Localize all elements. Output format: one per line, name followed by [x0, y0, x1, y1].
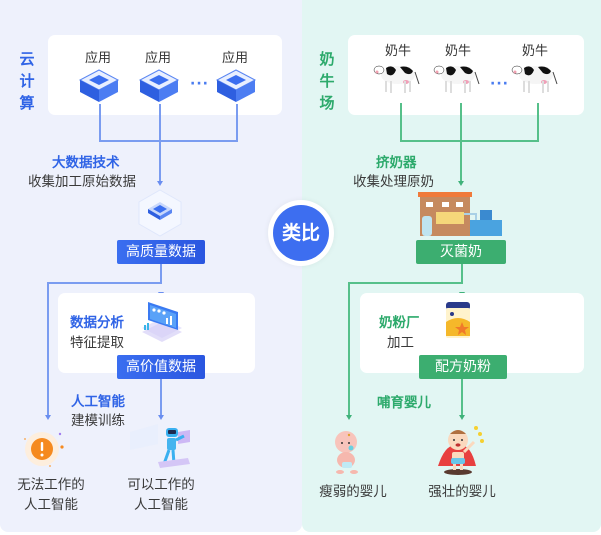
- connector-line: [99, 140, 238, 142]
- high-value-data-tag: 高价值数据: [117, 355, 205, 379]
- cloud-side-label: 云 计 算: [18, 48, 36, 114]
- side-char: 牛: [319, 72, 335, 90]
- connector-line: [461, 264, 463, 284]
- cow-icon: [373, 65, 420, 93]
- cow-icon: [433, 65, 480, 93]
- arrow-down-icon: [458, 181, 464, 186]
- feed-baby-title: 哺育婴儿: [377, 395, 431, 411]
- data-cube-icon: [138, 189, 182, 237]
- connector-line: [461, 379, 463, 415]
- ai-desc: 建模训练: [71, 413, 125, 429]
- sterilized-milk-tag: 灭菌奶: [416, 240, 506, 264]
- side-char: 计: [19, 72, 35, 90]
- cow-label: 奶牛: [444, 44, 471, 59]
- arrow-down-icon: [459, 415, 465, 420]
- app-label: 应用: [221, 51, 248, 66]
- cow-icon: [511, 65, 558, 93]
- big-data-title: 大数据技术: [52, 155, 120, 171]
- outcome-strong-baby: 强壮的婴儿: [428, 484, 496, 500]
- connector-line: [47, 282, 162, 284]
- cloud-computing-panel: 云 计 算 应用 应用 应用 ··· 大数据技术 收集加工原始数据 高质: [0, 0, 302, 532]
- cow-label: 奶牛: [384, 44, 411, 59]
- label-line: 人工智能: [24, 497, 78, 513]
- side-char: 场: [319, 94, 335, 112]
- analysis-desc: 特征提取: [70, 335, 124, 351]
- milker-title: 挤奶器: [376, 155, 417, 171]
- apps-ellipsis: ···: [190, 76, 209, 92]
- connector-line: [159, 104, 161, 182]
- connector-line: [400, 103, 402, 142]
- arrow-down-icon: [45, 415, 51, 420]
- milk-factory-icon: [418, 192, 502, 236]
- connector-line: [160, 264, 162, 284]
- connector-line: [400, 140, 539, 142]
- analysis-title: 数据分析: [70, 315, 124, 331]
- connector-line: [348, 282, 463, 284]
- milker-desc: 收集处理原奶: [353, 174, 434, 190]
- connector-line: [537, 103, 539, 142]
- connector-line: [99, 104, 101, 142]
- server-icon: [215, 69, 257, 102]
- cow-label: 奶牛: [521, 44, 548, 59]
- side-char: 奶: [319, 50, 335, 68]
- arrow-down-icon: [158, 415, 164, 420]
- cows-ellipsis: ···: [490, 76, 509, 92]
- connector-line: [47, 282, 49, 415]
- outcome-broken-ai: 无法工作的 人工智能: [8, 475, 94, 515]
- formula-factory-desc: 加工: [387, 335, 414, 351]
- formula-milk-tag: 配方奶粉: [419, 355, 507, 379]
- analogy-badge-label: 类比: [273, 205, 329, 261]
- server-icon: [138, 69, 180, 102]
- analogy-badge: 类比: [268, 200, 334, 266]
- arrow-down-icon: [157, 181, 163, 186]
- connector-line: [460, 103, 462, 182]
- farm-side-label: 奶 牛 场: [318, 48, 336, 114]
- dairy-farm-panel: 奶 牛 场 奶牛 奶牛 奶牛 ···: [302, 0, 601, 532]
- app-label: 应用: [144, 51, 171, 66]
- formula-factory-title: 奶粉厂: [379, 315, 420, 331]
- dashboard-icon: [142, 302, 182, 342]
- label-line: 无法工作的: [17, 477, 85, 493]
- app-label: 应用: [84, 51, 111, 66]
- outcome-weak-baby: 瘦弱的婴儿: [319, 484, 387, 500]
- ai-title: 人工智能: [71, 394, 125, 410]
- big-data-desc: 收集加工原始数据: [28, 174, 136, 190]
- label-line: 可以工作的: [127, 477, 195, 493]
- server-icon: [78, 69, 120, 102]
- label-line: 人工智能: [134, 497, 188, 513]
- robot-icon: [130, 424, 190, 468]
- connector-line: [160, 379, 162, 415]
- side-char: 算: [19, 94, 35, 112]
- strong-baby-icon: [438, 426, 484, 475]
- outcome-working-ai: 可以工作的 人工智能: [118, 475, 204, 515]
- warning-icon: [24, 432, 64, 467]
- arrow-down-icon: [346, 415, 352, 420]
- side-char: 云: [19, 50, 35, 68]
- milk-powder-can-icon: [446, 302, 470, 338]
- connector-line: [236, 104, 238, 142]
- weak-baby-icon: [335, 431, 358, 474]
- high-quality-data-tag: 高质量数据: [117, 240, 205, 264]
- connector-line: [348, 282, 350, 415]
